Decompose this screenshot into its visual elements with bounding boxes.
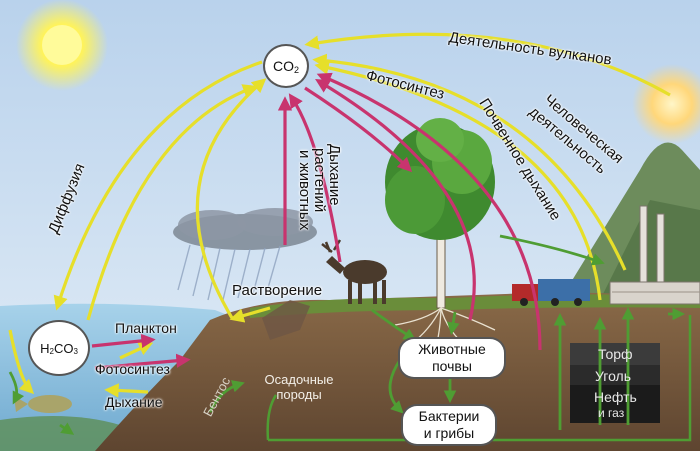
h2co3-s2: 3 <box>73 346 78 356</box>
label-peat: Торф <box>598 346 633 362</box>
h2co3-p1: H <box>40 340 50 356</box>
moose <box>321 239 387 304</box>
lake-bottom <box>0 416 120 451</box>
co2-main: CO <box>272 58 294 74</box>
sediment-rock <box>262 300 310 340</box>
label-dissolution: Растворение <box>232 282 323 299</box>
label-sediment-2: породы <box>276 387 322 402</box>
h2co3-s1: 2 <box>49 346 54 356</box>
pink-arrows <box>91 72 542 370</box>
h2co3-p2: CO <box>53 340 74 356</box>
volcano-slope <box>600 200 700 300</box>
soil <box>95 292 700 451</box>
label-coal: Уголь <box>595 368 632 384</box>
co2-subscript: 2 <box>293 65 299 75</box>
label-respiration-3: и животных <box>296 150 313 231</box>
soil-animals-box: Животные почвы <box>400 339 504 377</box>
bacteria-line-2: и грибы <box>423 425 475 441</box>
factory <box>609 205 700 305</box>
yellow-arrows <box>8 32 671 398</box>
soil-animals-line-1: Животные <box>418 341 486 357</box>
bacteria-line-1: Бактерии <box>418 408 480 424</box>
soil-animals-line-2: почвы <box>432 358 472 374</box>
label-sediment: Осадочные породы <box>262 372 336 402</box>
sun-disc <box>42 25 82 65</box>
rain-cloud <box>173 208 317 301</box>
label-oil-gas-1: Нефть <box>594 389 637 405</box>
label-plankton: Планктон <box>115 320 177 336</box>
label-sediment-1: Осадочные <box>264 372 334 387</box>
label-respiration-water: Дыхание <box>105 394 163 410</box>
label-photosynthesis-water: Фотосинтез <box>95 361 170 377</box>
green-arrows <box>8 234 686 435</box>
label-oil-gas-2: и газ <box>598 406 625 420</box>
label-respiration-1: Дыхание <box>326 144 343 206</box>
truck <box>512 279 590 306</box>
label-respiration-2: растений <box>311 148 328 213</box>
fossil-fuel-strata <box>570 343 660 423</box>
bacteria-fungi-box: Бактерии и грибы <box>403 406 495 444</box>
